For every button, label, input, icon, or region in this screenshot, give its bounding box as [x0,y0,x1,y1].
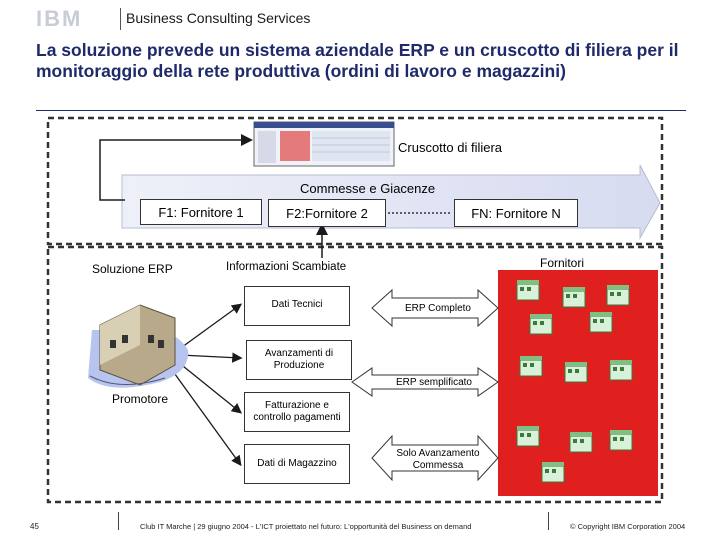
cruscotto-screenshot [253,121,395,167]
avanzamenti-label: Avanzamenti di Produzione [264,348,334,371]
fornitore-1-box: F1: Fornitore 1 [140,199,262,225]
header-divider [120,8,121,30]
soluzione-erp-label: Soluzione ERP [92,262,173,276]
informazioni-label: Informazioni Scambiate [226,261,347,273]
footer-divider-left [118,512,119,530]
fatturazione-label: Fatturazione e controllo pagamenti [253,400,341,423]
slide-title: La soluzione prevede un sistema aziendal… [36,40,679,81]
title-rule [36,110,686,111]
fornitore-2-box: F2:Fornitore 2 [268,199,386,227]
dati-tecnici-box: Dati Tecnici [244,286,350,326]
footer-copyright: © Copyright IBM Corporation 2004 [570,522,686,531]
cruscotto-label: Cruscotto di filiera [398,140,503,155]
footer-divider-right [548,512,549,530]
dati-magazzino-box: Dati di Magazzino [244,444,350,484]
commesse-label: Commesse e Giacenze [300,181,436,196]
footer-event: Club IT Marche | 29 giugno 2004 - L'ICT … [140,522,472,531]
solo-avanzamento-arrow [371,434,499,482]
loop-line [99,134,253,201]
fornitore-2-label: F2:Fornitore 2 [286,205,368,221]
erp-completo-arrow [371,288,499,328]
promotore-label: Promotore [112,392,169,406]
fornitori-zone [498,270,658,496]
fornitore-1-label: F1: Fornitore 1 [158,204,244,220]
erp-completo-label: ERP Completo [405,303,471,314]
ibm-logo: IBM [36,6,83,31]
solo-avanzamento-label: Solo Avanzamento Commessa [396,448,480,471]
promotore-building-icon [88,304,189,388]
fornitore-n-label: FN: Fornitore N [471,205,561,221]
erp-semplificato-arrow [351,367,499,397]
fatturazione-box: Fatturazione e controllo pagamenti [244,392,350,432]
bottom-dashed-frame [46,245,664,504]
page-number: 45 [30,522,39,531]
header-subtitle: Business Consulting Services [126,10,311,26]
dati-magazzino-label: Dati di Magazzino [257,458,337,469]
dati-tecnici-label: Dati Tecnici [271,299,323,310]
avanzamenti-box: Avanzamenti di Produzione [246,340,352,380]
supplier-buildings [516,280,633,483]
erp-semplificato-label: ERP semplificato [396,377,472,388]
fornitore-n-box: FN: Fornitore N [454,199,578,227]
fornitori-label: Fornitori [540,256,585,270]
